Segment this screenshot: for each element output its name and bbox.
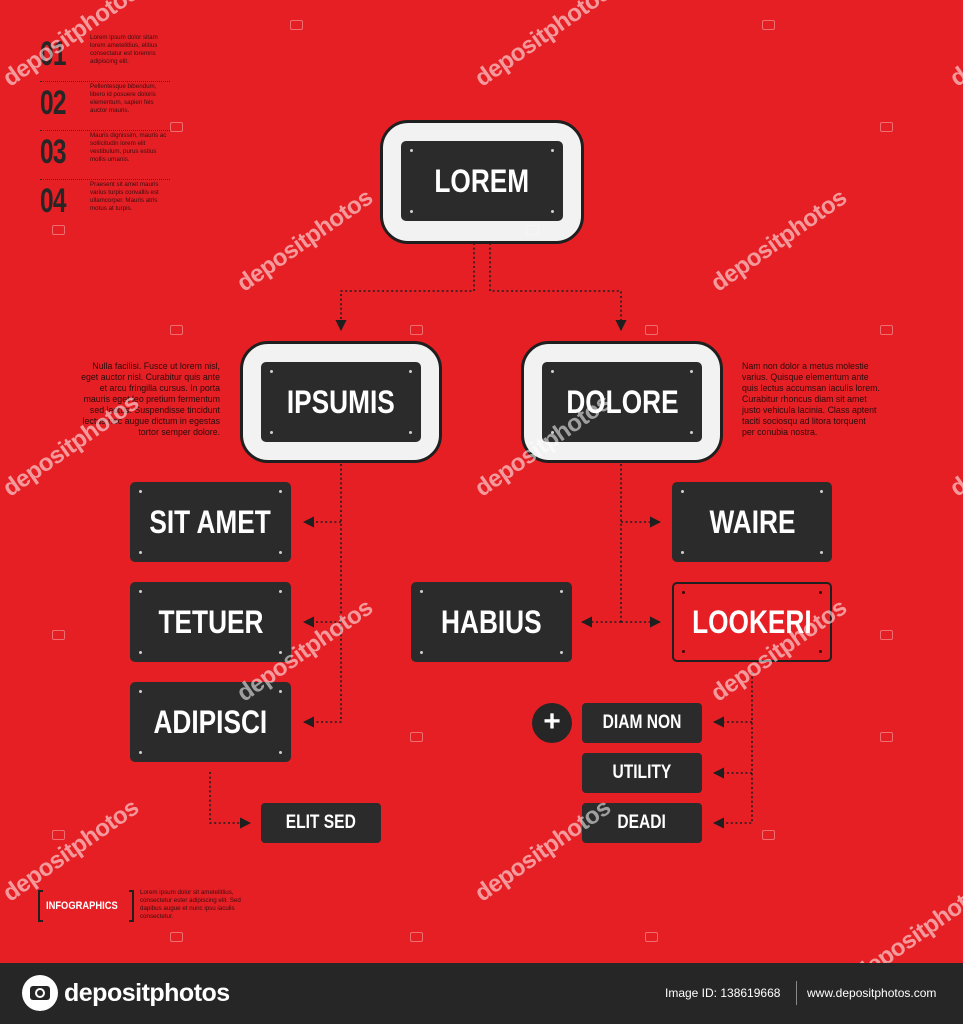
camera-icon	[526, 225, 539, 235]
add-node-button[interactable]: +	[532, 703, 572, 743]
habius-label: HABIUS	[441, 603, 542, 640]
lookeri-label: LOOKERI	[692, 603, 812, 640]
list-text: Pellentesque bibendum, libero id posuere…	[90, 83, 157, 114]
root-node-label: LOREM	[434, 162, 530, 199]
camera-icon	[52, 225, 65, 235]
infographics-badge: INFOGRAPHICS	[38, 890, 134, 924]
list-text: Mauris dignissim, mauris ac sollicitudin…	[90, 132, 167, 163]
camera-icon	[290, 20, 303, 30]
badge-label: INFOGRAPHICS	[46, 900, 118, 912]
paragraph-line: quis lectus accumsan iaculis lorem.	[742, 383, 880, 393]
list-item: 04 Praesent sit amet mauris varius turpi…	[40, 180, 170, 228]
depositphotos-logo-icon	[22, 975, 58, 1011]
paragraph-line: eget auctor nisl. Curabitur quis ante	[81, 372, 220, 382]
sit-amet-label: SIT AMET	[149, 503, 272, 540]
habius-node[interactable]: HABIUS	[411, 582, 572, 662]
camera-icon	[880, 732, 893, 742]
root-node[interactable]: LOREM	[401, 141, 563, 221]
paragraph-line: Nam non dolor a metus molestie	[742, 361, 869, 371]
ipsumis-node[interactable]: IPSUMIS	[261, 362, 421, 442]
footer-bar: depositphotos Image ID: 138619668 www.de…	[0, 963, 963, 1024]
paragraph-line: justo vehicula lacinia. Class aptent	[742, 405, 877, 415]
adipisci-node[interactable]: ADIPISCI	[130, 682, 291, 762]
badge-description: Lorem ipsum dolor sit ametelitlius, cons…	[140, 889, 241, 920]
ipsumis-node-label: IPSUMIS	[287, 383, 395, 420]
camera-icon	[410, 932, 423, 942]
right-bracket	[129, 890, 134, 922]
tetuer-node[interactable]: TETUER	[130, 582, 291, 662]
camera-icon	[762, 20, 775, 30]
diam-non-node[interactable]: DIAM NON	[582, 703, 702, 743]
paragraph-line: sed lectus. Suspendisse tincidunt	[89, 405, 220, 415]
utility-node[interactable]: UTILITY	[582, 753, 702, 793]
paragraph-line: Curabitur rhoncus diam sit amet	[742, 394, 867, 404]
list-item: 02 Pellentesque bibendum, libero id posu…	[40, 82, 170, 131]
waire-node[interactable]: WAIRE	[672, 482, 832, 562]
paragraph-line: mauris eget leo pretium fermentum	[83, 394, 220, 404]
list-item: 03 Mauris dignissim, mauris ac sollicitu…	[40, 131, 170, 180]
list-text: Praesent sit amet mauris varius turpis c…	[90, 181, 159, 212]
camera-icon	[880, 630, 893, 640]
paragraph-line: per conubia nostra.	[742, 427, 818, 437]
image-id: Image ID: 138619668	[665, 986, 781, 1000]
list-number: 03	[40, 133, 67, 171]
camera-icon	[762, 830, 775, 840]
list-number: 01	[40, 35, 67, 73]
list-item: 01 Lorem ipsum dolor sitam lorem ameteli…	[40, 33, 170, 82]
camera-icon	[170, 932, 183, 942]
elit-sed-label: ELIT SED	[285, 812, 357, 833]
sit-amet-node[interactable]: SIT AMET	[130, 482, 291, 562]
right-description: Nam non dolor a metus molestie varius. Q…	[742, 361, 880, 438]
camera-icon	[410, 732, 423, 742]
lookeri-node[interactable]: LOOKERI	[672, 582, 832, 662]
paragraph-line: lectus nec augue dictum in egestas	[82, 416, 220, 426]
elit-sed-node[interactable]: ELIT SED	[261, 803, 381, 843]
left-bracket	[38, 890, 43, 922]
dolore-node[interactable]: DOLORE	[542, 362, 702, 442]
camera-icon	[170, 122, 183, 132]
waire-label: WAIRE	[708, 503, 795, 540]
camera-icon	[880, 122, 893, 132]
camera-icon	[880, 325, 893, 335]
deadi-label: DEADI	[617, 812, 667, 833]
paragraph-line: tortor semper dolore.	[138, 427, 220, 437]
footer-divider	[796, 981, 797, 1005]
camera-icon	[410, 325, 423, 335]
paragraph-line: et arcu fringilla cursus. In porta	[99, 383, 220, 393]
diam-non-label: DIAM NON	[602, 712, 682, 733]
paragraph-line: taciti sociosqu ad litora torquent	[742, 416, 866, 426]
camera-icon	[645, 325, 658, 335]
left-description: Nulla facilisi. Fusce ut lorem nisl, ege…	[81, 361, 220, 438]
utility-label: UTILITY	[612, 762, 672, 783]
deadi-node[interactable]: DEADI	[582, 803, 702, 843]
adipisci-label: ADIPISCI	[153, 703, 268, 740]
camera-icon	[52, 830, 65, 840]
paragraph-line: Nulla facilisi. Fusce ut lorem nisl,	[92, 361, 220, 371]
list-number: 04	[40, 182, 67, 220]
tetuer-label: TETUER	[158, 603, 263, 640]
list-text: Lorem ipsum dolor sitam lorem ametelitli…	[90, 34, 158, 65]
paragraph-line: varius. Quisque elementum ante	[742, 372, 869, 382]
dolore-node-label: DOLORE	[565, 383, 679, 420]
camera-icon	[645, 932, 658, 942]
connector-lines	[209, 243, 753, 829]
list-number: 02	[40, 84, 67, 122]
camera-icon	[170, 325, 183, 335]
footer-logo-text: depositphotos	[64, 979, 230, 1007]
flowchart-canvas: 01 Lorem ipsum dolor sitam lorem ameteli…	[0, 0, 963, 963]
camera-icon	[52, 630, 65, 640]
website-link[interactable]: www.depositphotos.com	[807, 986, 937, 1000]
